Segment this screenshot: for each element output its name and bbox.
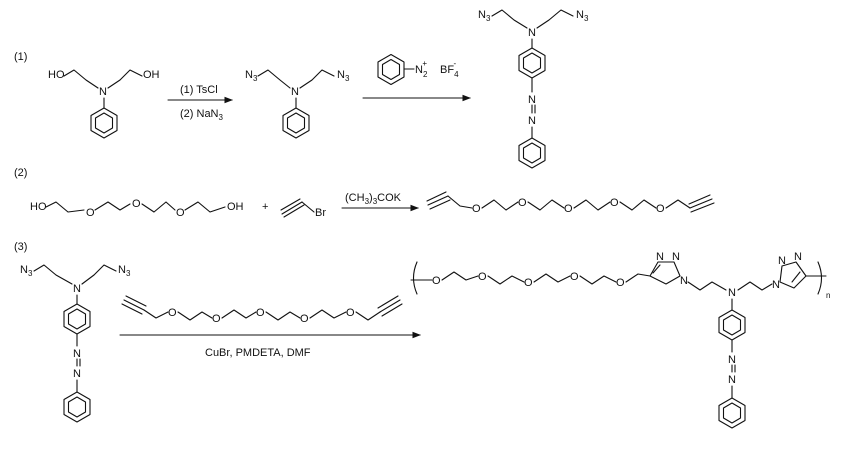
atom-n: N <box>291 86 299 98</box>
reagent-nan3: (2) NaN3 <box>180 108 224 122</box>
atom-o: O <box>524 277 533 289</box>
propargyl-bromide: Br <box>280 198 326 219</box>
atom-oh: OH <box>227 201 244 213</box>
diethanolamine-phenyl: HO OH N <box>48 69 160 139</box>
phenyl-ring-terminal <box>518 137 546 169</box>
triazole-n: N <box>680 275 688 287</box>
atom-o: O <box>564 203 573 215</box>
atom-o: O <box>176 207 185 219</box>
azo-n-1: N <box>528 94 536 106</box>
atom-n3-left: N3 <box>20 264 33 278</box>
atom-n: N <box>73 283 81 295</box>
phenylene-ring <box>518 47 546 79</box>
atom-o: O <box>518 197 527 209</box>
diazide-phenylamine: N3 N3 N <box>245 69 350 139</box>
atom-o: O <box>656 203 665 215</box>
atom-n: N <box>99 86 107 98</box>
triazole-n: N <box>772 279 780 291</box>
atom-o: O <box>570 271 579 283</box>
azo-n-2: N <box>728 374 736 386</box>
step-1-label: (1) <box>14 51 27 63</box>
plus-sign: + <box>262 201 268 213</box>
atom-o: O <box>478 271 487 283</box>
arrow-step3: CuBr, PMDETA, DMF <box>119 331 422 359</box>
azo-n-2: N <box>528 115 536 127</box>
atom-o: O <box>168 307 177 319</box>
triazole-n: N <box>672 251 680 263</box>
atom-ho: HO <box>30 201 47 213</box>
azo-diazide-monomer: N3 N3 N N N <box>478 9 589 169</box>
atom-o: O <box>132 198 141 210</box>
conditions-tbuok: (CH3)3COK <box>345 192 402 206</box>
atom-n: N <box>528 27 536 39</box>
azo-n-2: N <box>73 368 81 380</box>
repeat-unit-n: n <box>826 291 830 300</box>
atom-n3-left: N3 <box>245 69 258 83</box>
atom-o: O <box>432 275 441 287</box>
tetraethylene-glycol: HO O O O OH <box>30 198 244 219</box>
azo-diazide-reactant: N3 N3 N N N <box>20 264 131 423</box>
atom-o: O <box>616 277 625 289</box>
atom-n3-right: N3 <box>337 69 350 83</box>
atom-ho: HO <box>48 69 65 81</box>
arrow-step1a: (1) TsCl (2) NaN3 <box>167 84 234 122</box>
conditions-cubr: CuBr, PMDETA, DMF <box>205 347 311 359</box>
atom-n3-right: N3 <box>576 9 589 23</box>
phenylene-ring <box>63 303 91 335</box>
reagent-tscl: (1) TsCl <box>180 84 218 96</box>
arrow-step2: (CH3)3COK <box>341 192 420 212</box>
dipropargyl-teg-reagent: O O O O O <box>121 295 403 325</box>
phenyl-ring-diazonium <box>377 53 405 86</box>
atom-o: O <box>610 197 619 209</box>
triazole-n: N <box>794 251 802 263</box>
step-3-label: (3) <box>14 241 27 253</box>
atom-o: O <box>212 313 221 325</box>
atom-o: O <box>86 207 95 219</box>
triazole-ring-2: N N N <box>772 251 807 291</box>
tetrafluoroborate: BF4- <box>440 59 459 79</box>
azo-n-1: N <box>728 354 736 366</box>
triazole-ring-1: N N N <box>649 251 688 287</box>
triazole-n: N <box>656 251 664 263</box>
atom-n3-left: N3 <box>478 9 491 23</box>
atom-o: O <box>346 307 355 319</box>
atom-oh: OH <box>143 69 160 81</box>
phenylene-ring <box>718 309 746 341</box>
phenyl-ring-terminal <box>63 391 91 423</box>
arrow-step1b: N2+ BF4- <box>362 53 472 102</box>
step-2-label: (2) <box>14 167 27 179</box>
atom-n3-right: N3 <box>118 264 131 278</box>
atom-n: N <box>728 287 736 299</box>
triazole-n: N <box>778 255 786 267</box>
diazonium-group: N2+ <box>415 59 428 79</box>
phenyl-ring-2 <box>282 107 310 139</box>
azo-n-1: N <box>73 348 81 360</box>
phenyl-ring-1 <box>90 107 118 139</box>
phenyl-ring-terminal <box>718 397 746 429</box>
atom-o: O <box>472 203 481 215</box>
polymer-product: O O O O O N N N N N N N n <box>410 251 830 429</box>
atom-o: O <box>256 307 265 319</box>
atom-br: Br <box>315 207 326 219</box>
atom-o: O <box>300 313 309 325</box>
dipropargyl-teg: O O O O O <box>426 191 715 215</box>
